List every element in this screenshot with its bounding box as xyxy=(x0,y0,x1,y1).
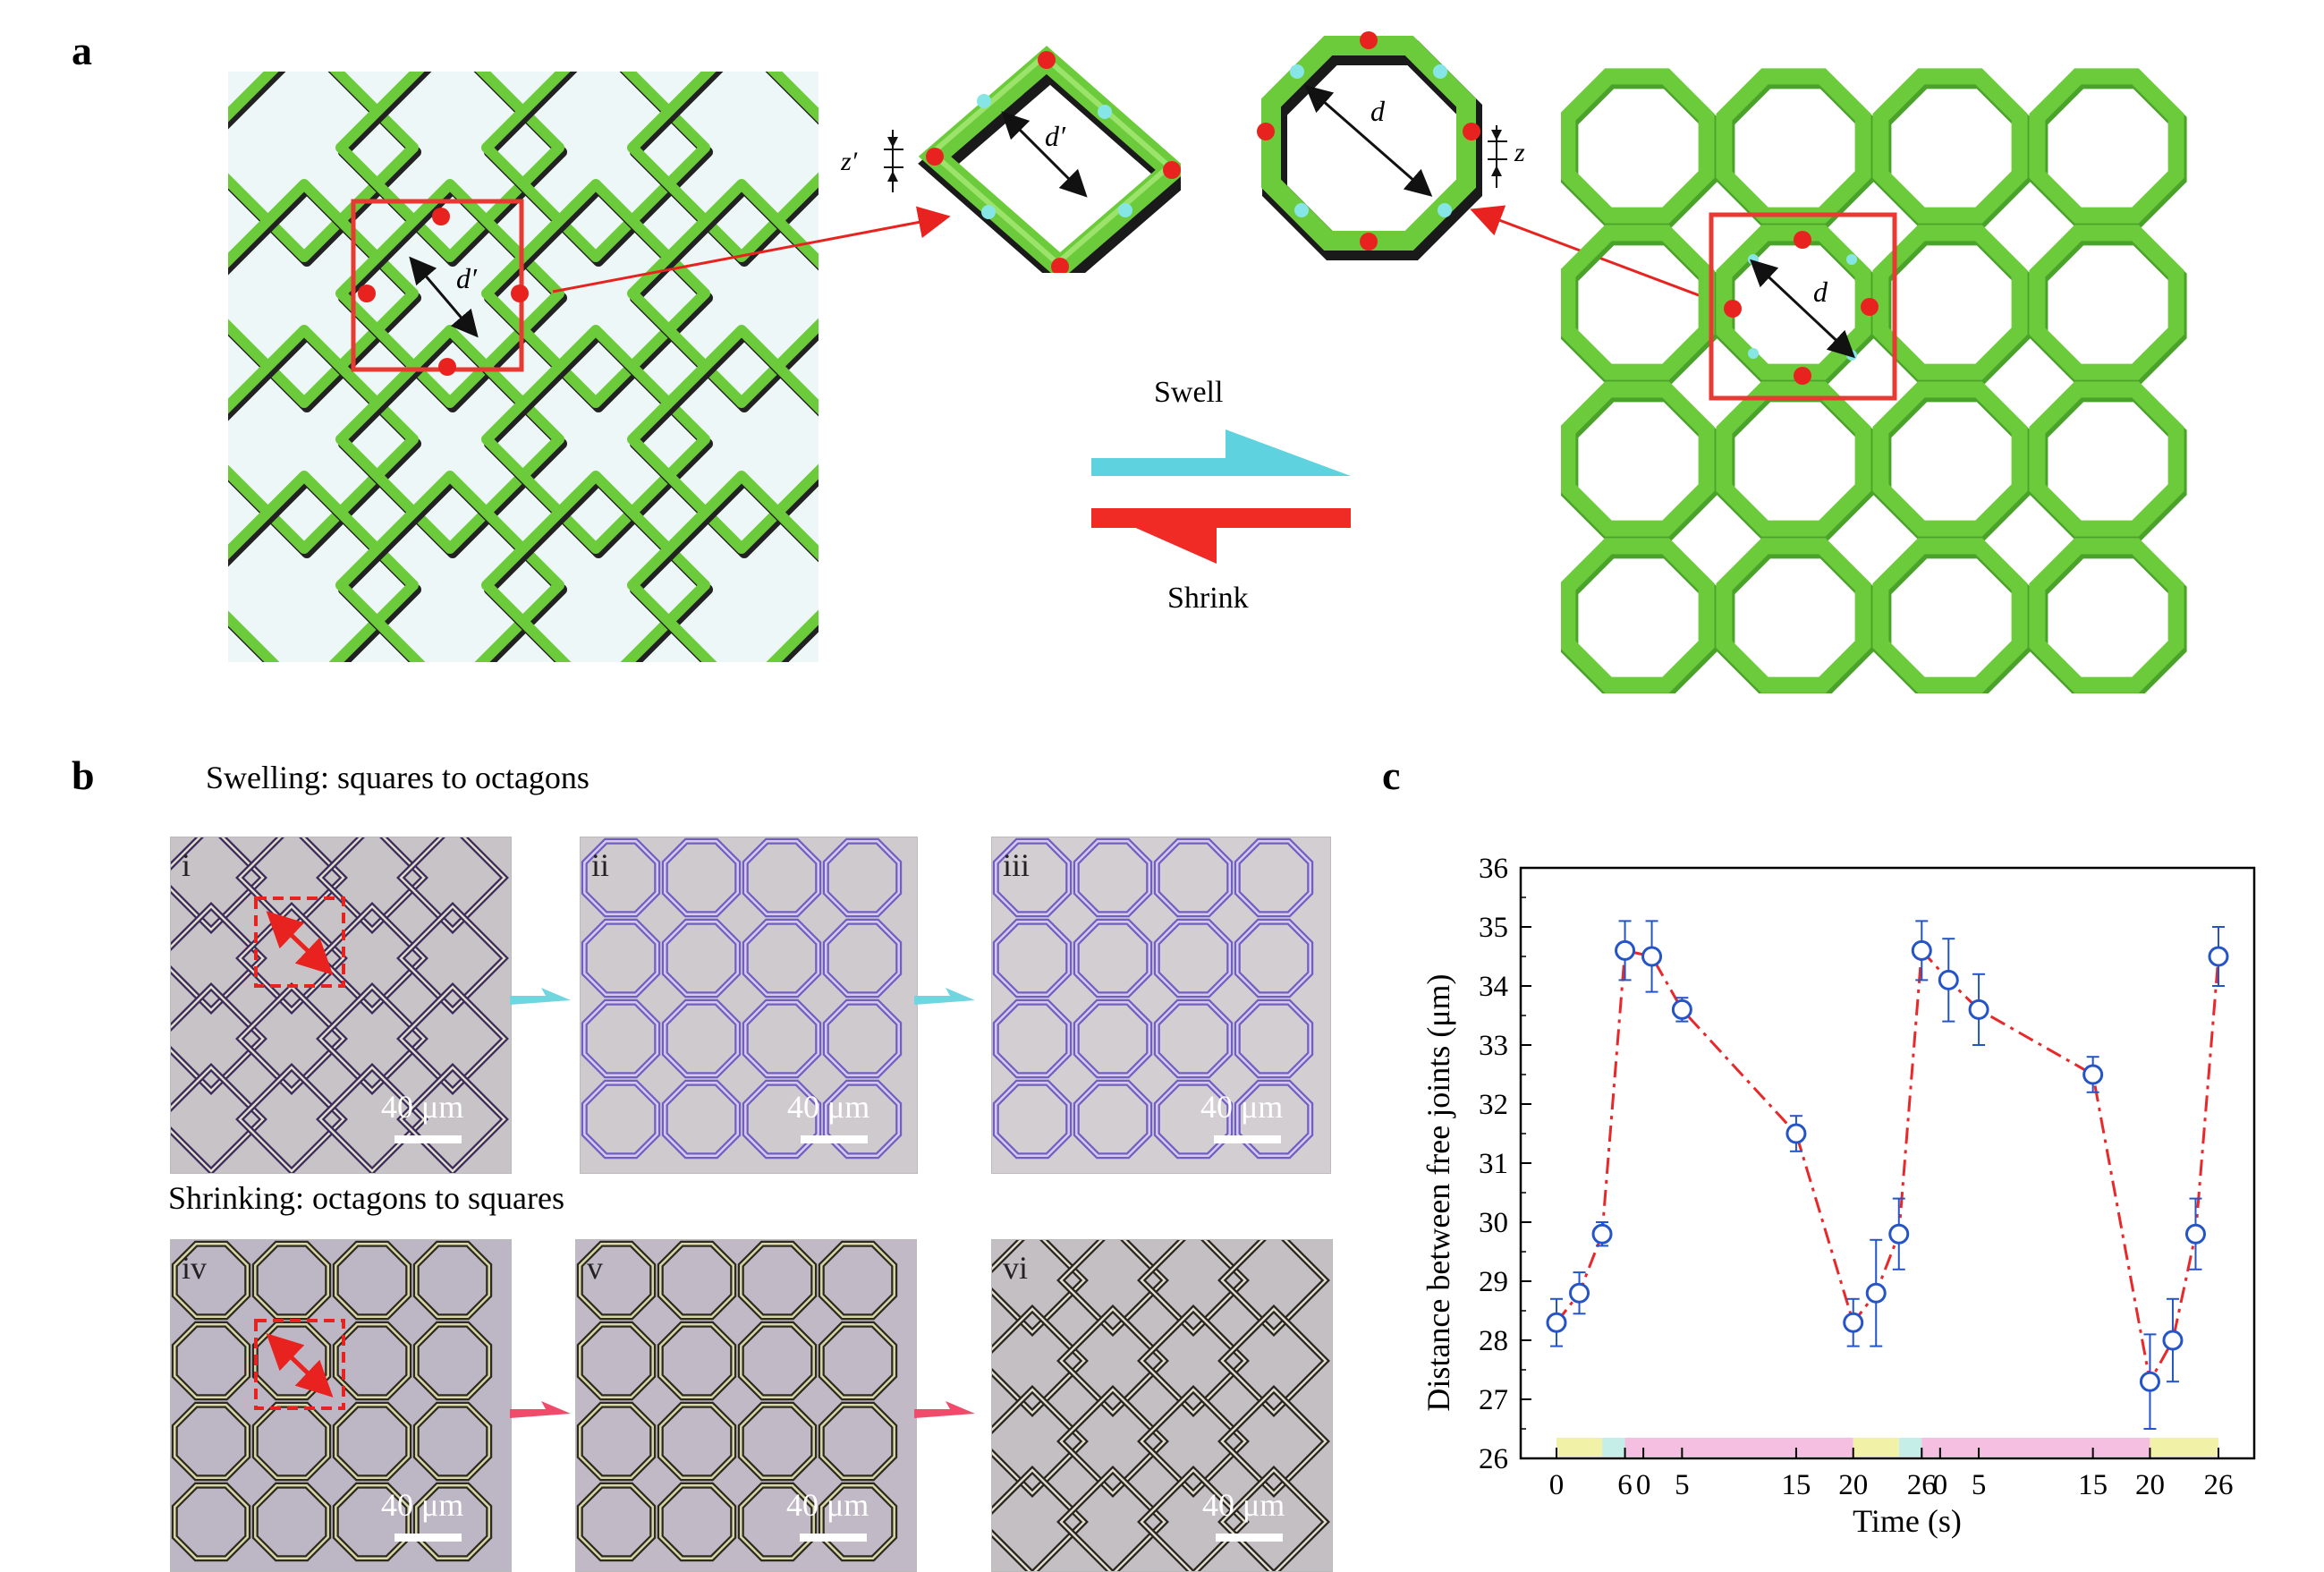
x-tick-label: 20 xyxy=(1838,1469,1868,1501)
swelling-heading: Swelling: squares to octagons xyxy=(206,760,589,795)
scale-bar xyxy=(1216,1534,1283,1542)
square-cell-d-label: d′ xyxy=(456,262,478,294)
shrinking-heading: Shrinking: octagons to squares xyxy=(168,1180,564,1216)
swell-label: Swell xyxy=(1154,376,1224,409)
square-cell-z-label: z′ xyxy=(841,147,858,176)
x-tick-label: 0 xyxy=(1933,1469,1948,1501)
scale-bar-label: 40 μm xyxy=(1200,1089,1284,1125)
octagon-cell-highlight-frame xyxy=(1709,212,1897,401)
phase-bar-segment xyxy=(1898,1437,1922,1457)
y-tick-label: 32 xyxy=(1479,1089,1508,1121)
micrograph-index-label: i xyxy=(182,847,191,883)
x-tick-label: 5 xyxy=(1675,1469,1690,1501)
shrink-arrow xyxy=(1091,508,1351,564)
swell-shrink-arrows xyxy=(1091,429,1351,564)
data-point xyxy=(1671,998,1692,1020)
x-tick-label: 26 xyxy=(2204,1469,2234,1501)
square-unit-cell-3d: d′ z′ xyxy=(841,46,1181,273)
phase-bar-segment xyxy=(1921,1437,2150,1457)
y-tick-label: 31 xyxy=(1479,1148,1508,1180)
data-point xyxy=(1641,946,1663,967)
scale-bar-label: 40 μm xyxy=(786,1487,869,1523)
micrograph-index-label: iii xyxy=(1003,847,1031,883)
octagon-lattice-d-label: d xyxy=(1813,276,1828,308)
data-point xyxy=(1865,1282,1887,1304)
series-line xyxy=(1555,947,2220,1386)
y-tick-label: 33 xyxy=(1479,1030,1508,1062)
data-point xyxy=(2208,946,2229,967)
phase-bar-segment xyxy=(1853,1437,1899,1457)
shrink-label: Shrink xyxy=(1167,582,1249,615)
phase-bar-segment xyxy=(1602,1437,1625,1457)
square-cell-3d-d-label: d′ xyxy=(1045,120,1066,152)
y-tick-label: 26 xyxy=(1479,1443,1508,1475)
x-tick-label: 26 xyxy=(1907,1469,1937,1501)
data-point xyxy=(1911,939,1932,961)
y-tick-label: 35 xyxy=(1479,912,1508,944)
y-tick-label: 27 xyxy=(1479,1384,1508,1416)
octagon-lattice-diagram: d xyxy=(1561,68,2187,693)
y-tick-label: 30 xyxy=(1479,1207,1508,1239)
micrograph-index-label: ii xyxy=(591,847,610,883)
data-point xyxy=(1591,1223,1613,1245)
y-tick-label: 29 xyxy=(1479,1266,1508,1298)
data-point xyxy=(1785,1123,1807,1144)
y-tick-label: 36 xyxy=(1479,853,1508,885)
x-tick-label: 0 xyxy=(1549,1469,1565,1501)
x-tick-label: 5 xyxy=(1972,1469,1987,1501)
scale-bar-label: 40 μm xyxy=(1202,1487,1285,1523)
scale-bar-label: 40 μm xyxy=(381,1089,464,1125)
swell-arrow xyxy=(1091,429,1351,476)
y-axis-label: Distance between free joints (μm) xyxy=(1421,973,1456,1411)
data-point xyxy=(1843,1312,1864,1333)
scale-bar-label: 40 μm xyxy=(381,1487,464,1523)
scale-bar xyxy=(394,1534,462,1542)
data-point xyxy=(1888,1223,1910,1245)
data-point xyxy=(2184,1223,2206,1245)
panel-c-letter: c xyxy=(1382,752,1401,798)
panel-a-letter: a xyxy=(72,28,92,73)
micrograph-iv: iv 40 μm xyxy=(170,1239,512,1572)
micrograph-v: v 40 μm xyxy=(575,1239,917,1572)
data-point xyxy=(1569,1282,1590,1304)
x-tick-label: 15 xyxy=(1781,1469,1811,1501)
square-cell-d-arrow xyxy=(409,256,479,338)
y-tick-label: 34 xyxy=(1479,971,1508,1003)
square-cell-joints xyxy=(358,208,529,376)
x-tick-label: 15 xyxy=(2078,1469,2108,1501)
x-tick-label: 0 xyxy=(1636,1469,1651,1501)
y-tick-label: 28 xyxy=(1479,1325,1508,1357)
x-axis-label: Time (s) xyxy=(1853,1503,1962,1539)
scale-bar-label: 40 μm xyxy=(787,1089,870,1125)
x-tick-label: 6 xyxy=(1617,1469,1633,1501)
x-tick-label: 20 xyxy=(2135,1469,2165,1501)
phase-bar-segment xyxy=(1556,1437,1603,1457)
micrograph-iii: iii 40 μm xyxy=(991,837,1331,1174)
scale-bar xyxy=(800,1534,867,1542)
micrograph-i: i 40 μm xyxy=(170,837,512,1174)
scale-bar xyxy=(394,1135,462,1143)
data-point xyxy=(2139,1371,2160,1392)
scale-bar xyxy=(801,1135,868,1143)
micrograph-index-label: v xyxy=(587,1250,603,1286)
data-point xyxy=(1615,939,1636,961)
data-point xyxy=(1938,969,1959,990)
phase-bar-segment xyxy=(2150,1437,2218,1457)
micrograph-index-label: iv xyxy=(182,1250,208,1286)
phase-bar-segment xyxy=(1624,1437,1853,1457)
micrograph-vi: vi 40 μm xyxy=(991,1239,1333,1572)
data-point xyxy=(2082,1064,2104,1085)
scale-bar xyxy=(1214,1135,1281,1143)
square-lattice-diagram: d′ xyxy=(228,72,818,662)
data-point xyxy=(2162,1330,2184,1351)
data-point xyxy=(1546,1312,1567,1333)
data-point xyxy=(1968,998,1989,1020)
micrograph-index-label: vi xyxy=(1003,1250,1029,1286)
micrograph-ii: ii 40 μm xyxy=(580,837,918,1174)
octagon-unit-cell-3d: d z xyxy=(1257,31,1525,260)
octagon-cell-d-label: d xyxy=(1370,95,1386,127)
octagon-cell-z-label: z xyxy=(1514,138,1525,167)
panel-b-letter: b xyxy=(72,752,95,798)
